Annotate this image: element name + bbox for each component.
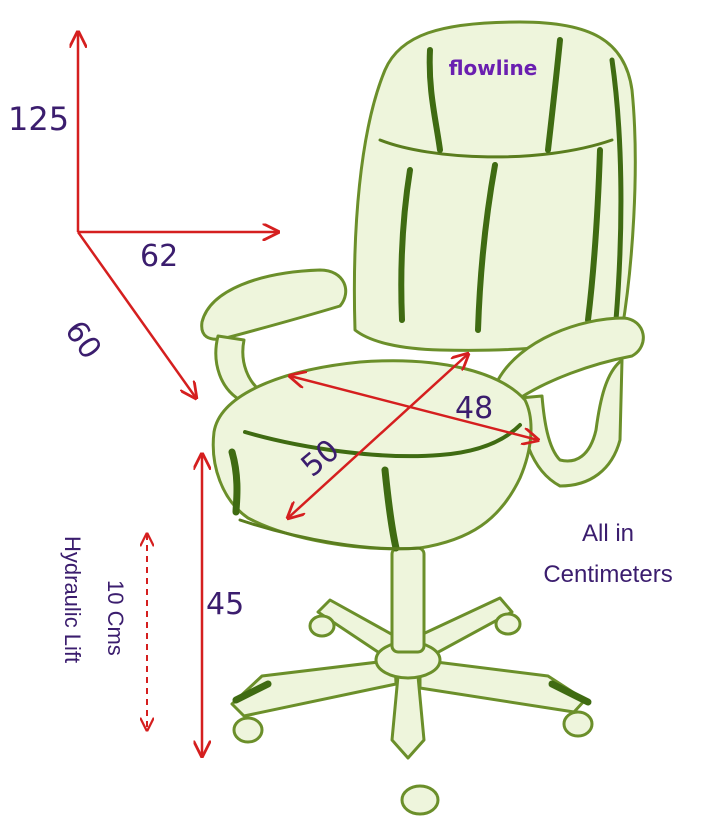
chair-seat [211, 359, 533, 552]
height-total-label: 125 [8, 100, 69, 138]
dimension-labels: 125 62 60 48 50 45 10 Cms Hydraulic Lift [8, 100, 493, 663]
dimension-arrows [78, 32, 538, 756]
units-note: All in Centimeters [543, 520, 672, 588]
units-note-line2: Centimeters [543, 561, 672, 588]
width-total-label: 62 [140, 239, 178, 274]
seat-width-label: 48 [455, 391, 493, 426]
seat-height-label: 45 [206, 587, 244, 622]
gas-cylinder [390, 546, 426, 654]
caster-wheel [494, 612, 522, 636]
chair-base [230, 596, 594, 816]
units-note-line1: All in [582, 520, 634, 547]
caster-wheel [562, 710, 594, 738]
brand-logo: flowline [449, 56, 538, 80]
chair-backrest [352, 20, 637, 352]
chair-illustration: flowline [200, 20, 645, 816]
depth-total-label: 60 [57, 315, 108, 366]
lift-type-label: Hydraulic Lift [60, 536, 85, 663]
caster-wheel [308, 614, 336, 638]
depth-arrow [76, 231, 196, 398]
caster-wheel [232, 716, 264, 744]
seat-depth-arrow [288, 354, 468, 518]
lift-range-label: 10 Cms [103, 580, 128, 656]
caster-wheel [400, 784, 440, 816]
